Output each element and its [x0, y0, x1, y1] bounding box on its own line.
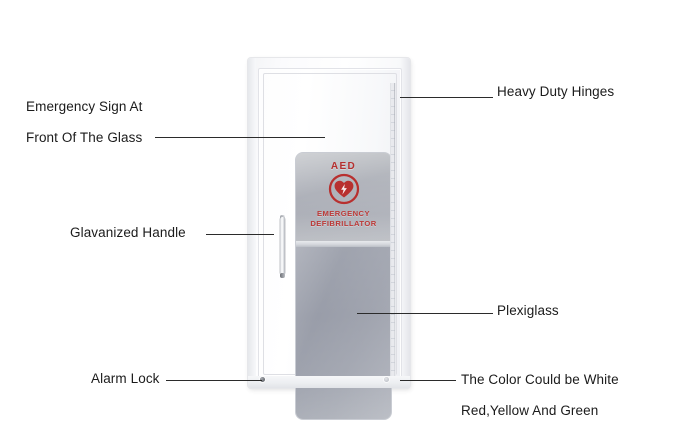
plexiglass-window: AED EMERGENCY DEFIBRILLATOR — [296, 153, 391, 419]
glass-lower-panel — [296, 247, 391, 419]
cabinet-left-edge — [248, 58, 256, 388]
alarm-lock[interactable] — [260, 377, 265, 382]
annotation-emergency-sign-line1: Emergency Sign At — [26, 99, 143, 114]
bottom-right-screw — [384, 377, 389, 382]
cabinet-right-edge — [400, 58, 410, 388]
annotation-plexiglass: Plexiglass — [497, 303, 559, 318]
annotation-color-options-line1: The Color Could be White — [461, 372, 619, 387]
leader-line-color-options — [400, 380, 456, 381]
leader-line-alarm-lock — [166, 380, 262, 381]
aed-cabinet-illustration: AED EMERGENCY DEFIBRILLATOR — [248, 58, 410, 419]
glass-lower-sheen — [296, 247, 391, 419]
glass-divider-bar — [296, 241, 391, 247]
sign-caption-line2: DEFIBRILLATOR — [310, 218, 377, 228]
aed-sign-text: AED — [330, 161, 357, 172]
annotation-emergency-sign-line2: Front Of The Glass — [26, 130, 143, 145]
cabinet-bottom-lip — [248, 376, 410, 388]
hinge-pin — [394, 83, 395, 383]
leader-line-plexiglass — [357, 313, 493, 314]
leader-line-heavy-duty-hinges — [400, 97, 493, 98]
leader-line-emergency-sign — [155, 137, 325, 138]
annotation-heavy-duty-hinges: Heavy Duty Hinges — [497, 84, 615, 99]
galvanized-handle[interactable] — [280, 217, 285, 275]
handle-bottom-cap — [280, 273, 285, 278]
heavy-duty-hinge — [390, 83, 396, 383]
cabinet-door[interactable]: AED EMERGENCY DEFIBRILLATOR — [258, 68, 402, 419]
sign-caption-line1: EMERGENCY — [317, 209, 370, 218]
annotation-alarm-lock: Alarm Lock — [91, 371, 160, 386]
annotation-color-options-line2: Red,Yellow And Green — [461, 403, 599, 418]
leader-line-glavanized-handle — [206, 234, 274, 235]
aed-heart-lightning-logo — [328, 173, 360, 205]
sign-caption: EMERGENCY DEFIBRILLATOR — [296, 209, 391, 228]
annotation-glavanized-handle: Glavanized Handle — [70, 225, 186, 240]
